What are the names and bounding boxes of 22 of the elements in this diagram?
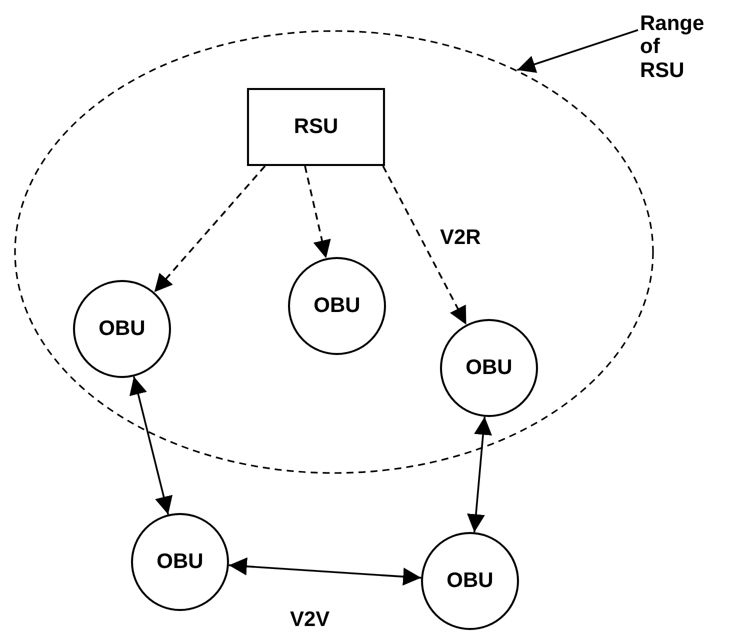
obu-circle <box>288 257 386 355</box>
obu-circle <box>440 319 538 417</box>
arrow <box>467 416 492 532</box>
node-label: OBU <box>156 550 204 574</box>
dashed-arrow <box>304 166 331 258</box>
arrow <box>228 557 422 586</box>
dashed-arrow <box>154 165 266 293</box>
link-type-label: V2V <box>290 608 330 632</box>
link-type-label: V2R <box>440 226 481 250</box>
arrow <box>517 29 638 73</box>
obu-circle <box>131 513 229 611</box>
rsu-box <box>247 88 385 166</box>
obu-circle <box>421 532 519 630</box>
node-label: OBU <box>466 356 512 380</box>
arrow <box>129 376 173 515</box>
obu-circle <box>73 280 171 378</box>
node-label: OBU <box>98 317 146 341</box>
node-label: OBU <box>314 294 360 318</box>
node-label: RSU <box>294 115 338 139</box>
node-label: OBU <box>446 569 494 593</box>
range-label: Range of RSU <box>640 12 704 82</box>
dashed-arrow <box>382 166 468 326</box>
